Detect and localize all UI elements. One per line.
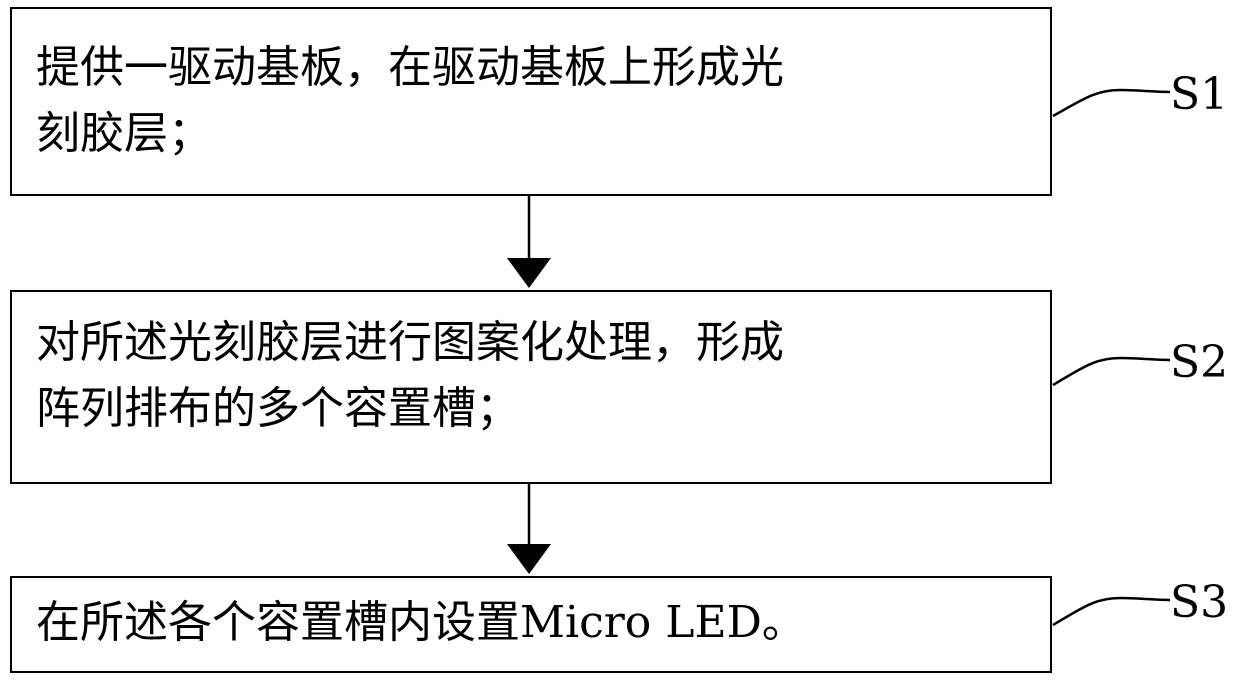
leader-line-s3	[1053, 598, 1170, 625]
step-label-s1: S1	[1170, 70, 1228, 120]
step-label-s2: S2	[1170, 338, 1228, 388]
leader-line-s2	[1053, 358, 1170, 385]
arrow-s1-s2-head	[507, 258, 551, 288]
step-label-s3: S3	[1170, 578, 1228, 628]
arrow-s2-s3-head	[507, 544, 551, 574]
leader-line-s1	[1053, 90, 1170, 116]
